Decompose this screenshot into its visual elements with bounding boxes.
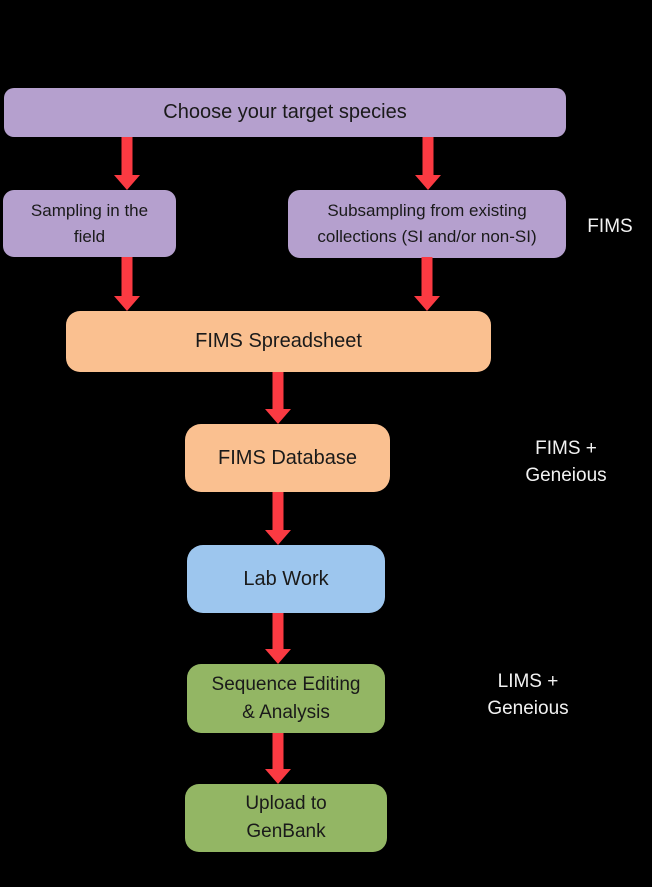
arrow-shaft [272,492,284,530]
node-label-line1: Subsampling from existing [327,201,527,220]
flow-arrow-subsampling-to-spreadsheet [414,257,440,311]
side-label-line1: LIMS + [497,671,559,692]
node-label: Lab Work [243,567,329,590]
arrow-head-icon [114,296,140,311]
arrow-head-icon [114,175,140,190]
node-choose-target-species: Choose your target species [4,88,566,137]
node-label-line2: collections (SI and/or non-SI) [317,227,537,246]
arrow-shaft [421,257,433,296]
node-upload-to-genbank: Upload to GenBank [185,784,387,852]
arrow-shaft [121,257,133,296]
node-label-line1: Sampling in the [30,200,149,220]
flow-arrow-spreadsheet-to-database [265,372,291,424]
node-label-line1: Sequence Editing [211,673,361,695]
node-fims-database: FIMS Database [185,424,390,492]
arrow-head-icon [265,769,291,784]
flow-arrow-sequence-editing-to-genbank [265,733,291,784]
arrow-head-icon [265,649,291,664]
flow-arrow-database-to-labwork [265,492,291,545]
arrow-head-icon [265,409,291,424]
arrow-head-icon [414,296,440,311]
side-label-fims-geneious: FIMS + Geneious [525,435,606,489]
node-label-line1: Upload to [245,793,327,814]
arrow-shaft [272,733,284,769]
node-label-line2: GenBank [246,821,326,842]
arrow-head-icon [415,175,441,190]
flow-arrow-choose-to-sampling [114,137,140,190]
flow-arrow-sampling-to-spreadsheet [114,257,140,311]
flow-arrow-labwork-to-sequence-editing [265,613,291,664]
flow-arrow-choose-to-subsampling [415,137,441,190]
side-label-fims: FIMS [587,216,633,237]
node-subsampling-existing-collections: Subsampling from existing collections (S… [288,190,566,258]
node-label: FIMS Database [218,446,357,469]
node-label-line2: & Analysis [242,701,330,723]
side-label-line1: FIMS + [535,438,597,459]
side-label-lims-geneious: LIMS + Geneious [487,668,568,722]
node-sequence-editing-analysis: Sequence Editing & Analysis [187,664,385,733]
arrow-shaft [422,137,434,175]
node-label: Choose your target species [163,101,407,123]
side-label-line2: Geneious [525,465,607,486]
node-sampling-in-field: Sampling in the field [3,190,176,257]
side-label-line2: Geneious [487,698,569,719]
node-lab-work: Lab Work [187,545,385,613]
arrow-shaft [272,613,284,649]
node-label: FIMS Spreadsheet [195,330,362,352]
arrow-shaft [272,372,284,409]
node-fims-spreadsheet: FIMS Spreadsheet [66,311,491,372]
arrow-shaft [121,137,133,175]
node-label-line2: field [73,226,106,246]
arrow-head-icon [265,530,291,545]
